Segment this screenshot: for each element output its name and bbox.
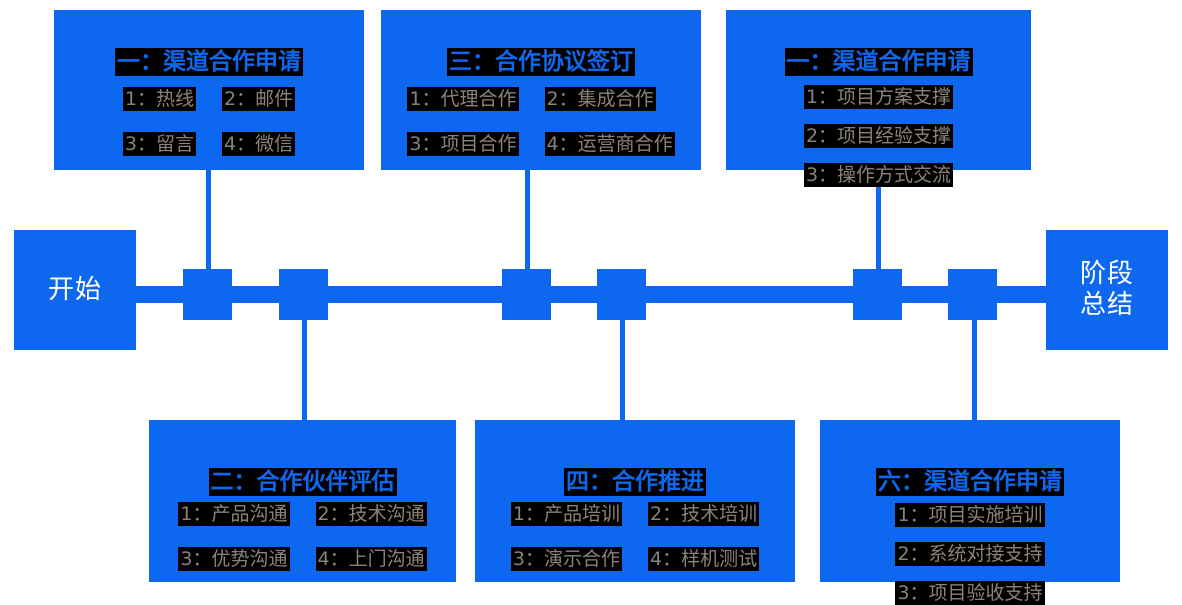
list-item: 2：技术沟通: [315, 502, 427, 526]
card-title: 一：渠道合作申请: [784, 48, 973, 76]
list-item: 4：上门沟通: [315, 547, 427, 571]
timeline-node-2[interactable]: [279, 269, 328, 320]
card-item-list: 1：热线 2：邮件 3：留言 4：微信: [54, 87, 364, 156]
list-item: 3：优势沟通: [178, 547, 290, 571]
list-item: 2：技术培训: [648, 502, 760, 526]
card-channel-cooperation-application-6[interactable]: 六：渠道合作申请 1：项目实施培训 2：系统对接支持 3：项目验收支持: [820, 420, 1120, 605]
timeline-node-1[interactable]: [183, 269, 232, 320]
start-node-label: 开始: [47, 274, 102, 305]
card-title: 二：合作伙伴评估: [208, 468, 397, 496]
card-item-list: 1：产品沟通 2：技术沟通 3：优势沟通 4：上门沟通: [149, 502, 456, 571]
connector-stem-bottom-4: [620, 312, 625, 420]
connector-stem-top-3: [525, 170, 530, 278]
timeline-node-6[interactable]: [948, 269, 997, 320]
list-item: 2：系统对接支持: [895, 542, 1045, 566]
connector-stem-top-1: [206, 170, 211, 278]
timeline-node-4[interactable]: [597, 269, 646, 320]
card-cooperation-agreement-signing[interactable]: 三：合作协议签订 1：代理合作 2：集成合作 3：项目合作 4：运营商合作: [381, 10, 701, 170]
process-timeline-diagram: 开始 阶段 总结 一：渠道合作申请 1：热线 2：邮件 3：留言 4：微信 三：…: [14, 10, 1168, 605]
list-item: 3：操作方式交流: [803, 163, 954, 187]
list-item: 1：产品沟通: [178, 502, 290, 526]
card-title: 四：合作推进: [564, 468, 706, 496]
card-item-list: 1：产品培训 2：技术培训 3：演示合作 4：样机测试: [475, 502, 795, 571]
list-item: 1：产品培训: [510, 502, 622, 526]
card-title: 三：合作协议签订: [447, 48, 635, 76]
card-cooperation-advancement[interactable]: 四：合作推进 1：产品培训 2：技术培训 3：演示合作 4：样机测试: [475, 420, 795, 582]
timeline-node-3[interactable]: [502, 269, 551, 320]
card-item-list: 1：代理合作 2：集成合作 3：项目合作 4：运营商合作: [381, 87, 701, 156]
list-item: 3：项目合作: [407, 132, 519, 156]
list-item: 2：项目经验支撑: [803, 124, 954, 148]
list-item: 3：演示合作: [510, 547, 622, 571]
list-item: 2：集成合作: [544, 87, 656, 111]
list-item: 1：代理合作: [407, 87, 519, 111]
list-item: 4：微信: [222, 132, 296, 156]
list-item: 1：项目方案支撑: [803, 85, 954, 109]
list-item: 2：邮件: [222, 87, 296, 111]
card-channel-cooperation-application[interactable]: 一：渠道合作申请 1：热线 2：邮件 3：留言 4：微信: [54, 10, 364, 170]
end-node[interactable]: 阶段 总结: [1046, 230, 1168, 350]
start-node[interactable]: 开始: [14, 230, 136, 350]
card-channel-cooperation-application-2[interactable]: 一：渠道合作申请 1：项目方案支撑 2：项目经验支撑 3：操作方式交流: [726, 10, 1031, 187]
card-item-list: 1：项目实施培训 2：系统对接支持 3：项目验收支持: [820, 500, 1120, 605]
list-item: 3：留言: [122, 132, 196, 156]
list-item: 4：样机测试: [648, 547, 760, 571]
list-item: 1：项目实施培训: [895, 503, 1045, 527]
end-node-label-line1: 阶段: [1079, 259, 1134, 290]
end-node-label-line2: 总结: [1079, 290, 1134, 320]
list-item: 4：运营商合作: [544, 132, 675, 156]
connector-stem-bottom-2: [302, 312, 307, 420]
connector-stem-bottom-6: [972, 312, 977, 420]
connector-stem-top-5: [876, 170, 881, 278]
card-item-list: 1：项目方案支撑 2：项目经验支撑 3：操作方式交流: [726, 82, 1031, 187]
timeline-node-5[interactable]: [853, 269, 902, 320]
card-partner-evaluation[interactable]: 二：合作伙伴评估 1：产品沟通 2：技术沟通 3：优势沟通 4：上门沟通: [149, 420, 456, 582]
card-title: 六：渠道合作申请: [876, 468, 1064, 496]
timeline-rail: [130, 286, 1052, 303]
card-title: 一：渠道合作申请: [115, 48, 303, 76]
list-item: 1：热线: [122, 87, 196, 111]
